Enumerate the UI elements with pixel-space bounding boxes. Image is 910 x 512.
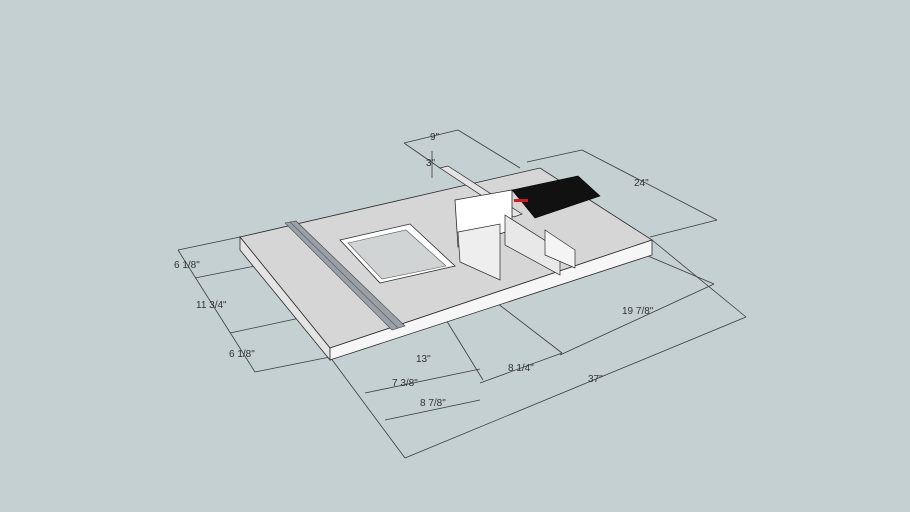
- miter-rail: [284, 220, 406, 331]
- dim-right-span: 19 7/8": [622, 306, 654, 317]
- dim-front-gap: 8 1/4": [508, 363, 534, 374]
- dimension-lines: [177, 129, 747, 459]
- dim-left-margin-bottom: 6 1/8": [229, 349, 255, 360]
- fence: [439, 165, 576, 281]
- dim-middle-span: 11 3/4": [196, 300, 227, 311]
- dim-fence-width: 9": [430, 132, 440, 143]
- dim-opening-edge: 8 7/8": [420, 398, 446, 409]
- dim-length-total: 37": [588, 374, 603, 385]
- dim-fence-height: 3": [426, 158, 436, 169]
- clamp-body: [511, 175, 601, 219]
- table-side-front: [329, 239, 653, 361]
- dim-depth-total: 24": [634, 178, 649, 189]
- dim-opening-offset: 13": [416, 354, 431, 365]
- clamp-accent: [514, 199, 528, 202]
- dimension-labels: 9" 3" 24" 6 1/8" 11 3/4" 6 1/8" 13" 7 3/…: [174, 132, 654, 409]
- fence-support: [457, 223, 501, 281]
- dim-left-margin-top: 6 1/8": [174, 260, 200, 271]
- clamp: [511, 175, 601, 219]
- fence-base: [504, 214, 561, 276]
- dim-opening-width: 7 3/8": [392, 378, 418, 389]
